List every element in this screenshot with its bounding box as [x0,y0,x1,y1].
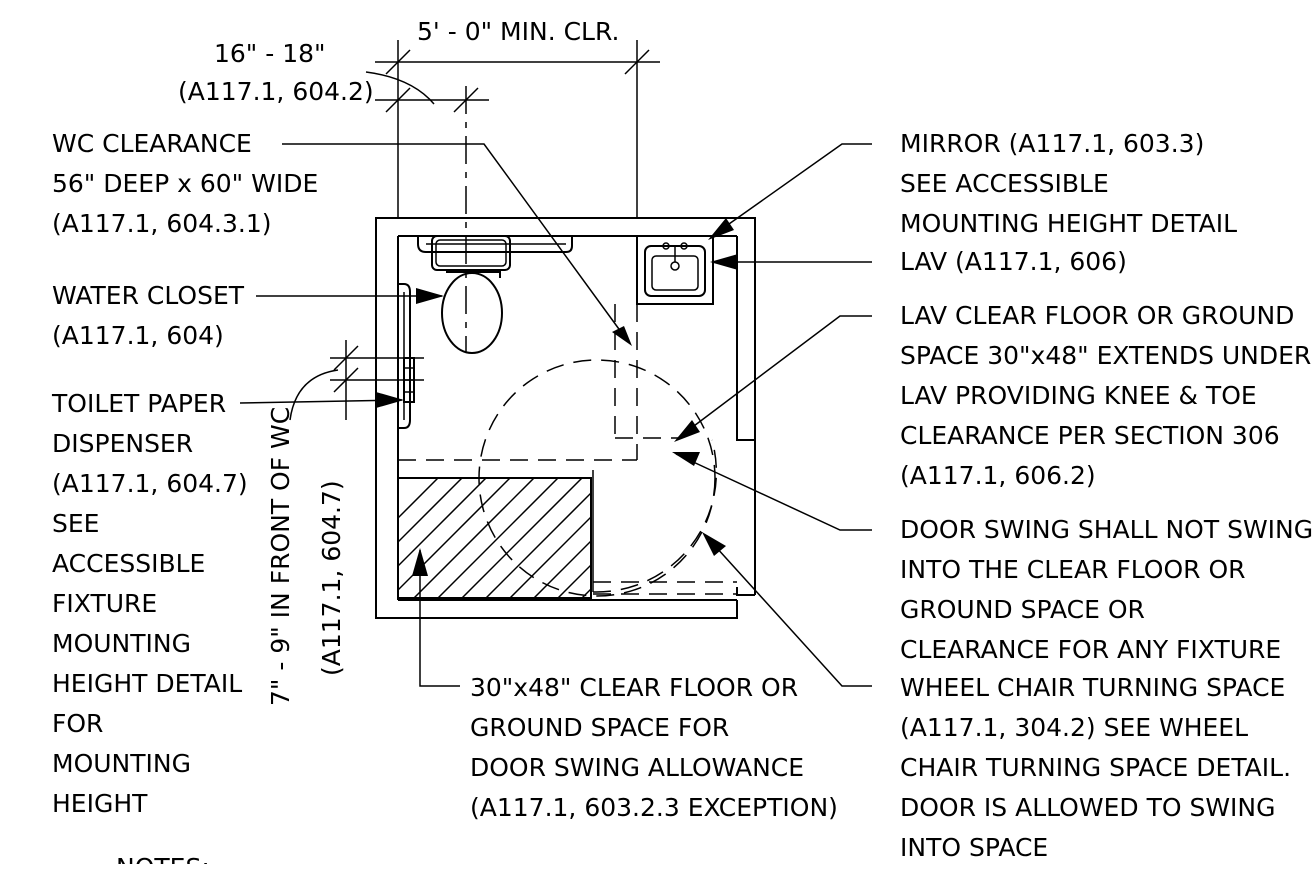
clearance-dashed-areas [398,304,737,595]
clear-width-dimension: 5' - 0" MIN. CLR. [417,17,619,46]
lav-label: LAV (A117.1, 606) [900,247,1127,276]
leader-lines [239,143,872,687]
tp-distance-dimension: 7" - 9" IN FRONT OF WC [266,407,295,706]
lav-clear-space-label: LAV CLEAR FLOOR OR GROUND SPACE 30"x48" … [900,301,1311,490]
svg-text:DOOR IS ALLOWED TO SWING: DOOR IS ALLOWED TO SWING [900,793,1276,822]
svg-text:(A117.1, 304.2) SEE WHEEL: (A117.1, 304.2) SEE WHEEL [900,713,1248,742]
notes-label: NOTES: [116,853,210,864]
svg-text:CLEARANCE PER SECTION 306: CLEARANCE PER SECTION 306 [900,421,1280,450]
svg-text:MIRROR (A117.1, 603.3): MIRROR (A117.1, 603.3) [900,129,1204,158]
svg-text:TOILET PAPER: TOILET PAPER [51,389,226,418]
svg-text:GROUND SPACE OR: GROUND SPACE OR [900,595,1145,624]
svg-text:CHAIR TURNING SPACE DETAIL.: CHAIR TURNING SPACE DETAIL. [900,753,1291,782]
door-swing-label: DOOR SWING SHALL NOT SWING INTO THE CLEA… [900,515,1313,664]
svg-text:30"x48" CLEAR FLOOR OR: 30"x48" CLEAR FLOOR OR [470,673,798,702]
wc-centerline-reference: (A117.1, 604.2) [178,77,374,106]
svg-text:INTO THE CLEAR FLOOR OR: INTO THE CLEAR FLOOR OR [900,555,1246,584]
side-grab-bar [398,283,411,429]
svg-text:SEE ACCESSIBLE: SEE ACCESSIBLE [900,169,1109,198]
svg-text:INTO SPACE: INTO SPACE [900,833,1048,862]
svg-text:CLEARANCE FOR ANY FIXTURE: CLEARANCE FOR ANY FIXTURE [900,635,1281,664]
svg-text:DOOR SWING ALLOWANCE: DOOR SWING ALLOWANCE [470,753,804,782]
svg-text:GROUND SPACE FOR: GROUND SPACE FOR [470,713,729,742]
svg-text:MOUNTING: MOUNTING [52,629,191,658]
svg-text:FIXTURE: FIXTURE [52,589,157,618]
svg-text:DISPENSER: DISPENSER [52,429,193,458]
svg-text:HEIGHT: HEIGHT [52,789,148,818]
svg-text:MOUNTING: MOUNTING [52,749,191,778]
svg-text:LAV (A117.1, 606): LAV (A117.1, 606) [900,247,1127,276]
svg-text:(A117.1, 606.2): (A117.1, 606.2) [900,461,1096,490]
mirror-label: MIRROR (A117.1, 603.3) SEE ACCESSIBLE MO… [900,129,1237,238]
tp-dimension-lines [289,340,424,421]
svg-text:ACCESSIBLE: ACCESSIBLE [52,549,205,578]
svg-text:HEIGHT DETAIL: HEIGHT DETAIL [52,669,242,698]
wc-centerline-dimension: 16" - 18" [214,39,326,68]
lavatory-fixture [636,235,714,305]
wc-clearance-label: WC CLEARANCE 56" DEEP x 60" WIDE (A117.1… [52,129,318,238]
tp-distance-reference: (A117.1, 604.7) [317,480,346,676]
turning-space-label: WHEEL CHAIR TURNING SPACE (A117.1, 304.2… [900,673,1291,862]
door-swing-arc [592,439,718,593]
toilet-paper-label: TOILET PAPER DISPENSER (A117.1, 604.7) S… [51,389,248,818]
svg-text:MOUNTING HEIGHT DETAIL: MOUNTING HEIGHT DETAIL [900,209,1237,238]
svg-text:SPACE 30"x48" EXTENDS UNDER: SPACE 30"x48" EXTENDS UNDER [900,341,1311,370]
svg-text:56" DEEP x 60" WIDE: 56" DEEP x 60" WIDE [52,169,318,198]
water-closet-fixture [431,235,511,354]
svg-text:(A117.1, 604.3.1): (A117.1, 604.3.1) [52,209,272,238]
svg-text:SEE: SEE [52,509,99,538]
svg-text:WC CLEARANCE: WC CLEARANCE [52,129,252,158]
svg-text:WATER CLOSET: WATER CLOSET [52,281,245,310]
rear-grab-bar [417,236,573,253]
door-allowance-hatch [397,477,592,599]
svg-text:FOR: FOR [52,709,103,738]
svg-text:DOOR SWING SHALL NOT SWING: DOOR SWING SHALL NOT SWING [900,515,1313,544]
door-allowance-label: 30"x48" CLEAR FLOOR OR GROUND SPACE FOR … [470,673,838,822]
svg-text:LAV CLEAR FLOOR OR GROUND: LAV CLEAR FLOOR OR GROUND [900,301,1294,330]
water-closet-label: WATER CLOSET (A117.1, 604) [52,281,245,350]
svg-text:LAV PROVIDING KNEE & TOE: LAV PROVIDING KNEE & TOE [900,381,1257,410]
top-dimension-lines [365,40,660,218]
svg-text:(A117.1, 604.7): (A117.1, 604.7) [52,469,248,498]
svg-text:(A117.1, 603.2.3 EXCEPTION): (A117.1, 603.2.3 EXCEPTION) [470,793,838,822]
svg-text:WHEEL CHAIR TURNING SPACE: WHEEL CHAIR TURNING SPACE [900,673,1285,702]
svg-text:(A117.1, 604): (A117.1, 604) [52,321,224,350]
